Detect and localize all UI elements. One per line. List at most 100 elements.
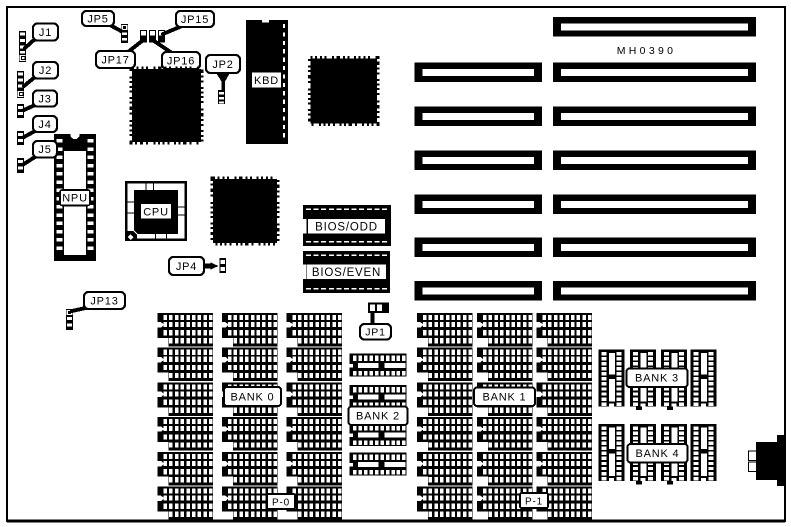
din-connector (747, 435, 785, 486)
dram-socket (222, 417, 278, 451)
j2-label: J2 (39, 65, 52, 77)
dram-socket (417, 347, 473, 382)
qfp-chip-1 (129, 66, 204, 145)
dram-socket (477, 347, 533, 382)
isa-slot (414, 237, 542, 257)
dram-socket (477, 417, 533, 451)
isa-slot (414, 62, 542, 82)
callout-j5: J5 (22, 139, 59, 166)
kbd-label: KBD (254, 75, 279, 87)
isa-slot (553, 237, 756, 257)
dip-socket (690, 424, 717, 481)
jumper-jp4 (219, 258, 226, 273)
bank4-label: BANK 4 (626, 443, 689, 464)
isa-slot (414, 106, 542, 126)
dram-socket (417, 417, 473, 451)
jp13-label: JP13 (90, 295, 118, 307)
isa-slot (553, 281, 756, 301)
isa-slot (414, 194, 542, 214)
dram-socket (157, 451, 213, 486)
dram-socket (417, 486, 473, 520)
board-part-number: MH0390 (617, 45, 677, 57)
board-outline (6, 6, 786, 523)
qfp-chip-3 (210, 176, 280, 246)
bios-even-chip: BIOS/EVEN (303, 251, 390, 293)
isa-slot (553, 194, 756, 214)
jumper-header (140, 30, 147, 43)
svg-text:BIOS/EVEN: BIOS/EVEN (312, 267, 381, 279)
isa-slot (553, 150, 756, 170)
dip-socket (349, 452, 407, 476)
callout-jp17: JP17 (94, 39, 144, 70)
dram-socket (417, 451, 473, 486)
j3-label: J3 (38, 93, 51, 105)
dip-socket (349, 385, 407, 408)
callout-jp15: JP15 (161, 9, 216, 36)
jumper-jp5 (121, 24, 128, 43)
qfp-chip-2 (308, 56, 380, 126)
dram-socket (286, 382, 342, 416)
bank1-label: BANK 1 (473, 386, 536, 407)
jumper-header (149, 30, 156, 43)
jp16-label: JP16 (167, 55, 195, 67)
j1-label: J1 (39, 27, 52, 39)
cpu-socket: CPU (125, 181, 187, 241)
dip-socket (349, 423, 407, 446)
memory-bank1-sockets (417, 313, 592, 520)
callout-jp13: JP13 (70, 290, 127, 313)
dram-socket (417, 313, 473, 347)
npu-label: NPU (59, 189, 91, 207)
socket-nubs (636, 406, 673, 485)
jp17-label: JP17 (101, 54, 129, 66)
npu-socket: NPU (54, 129, 96, 261)
bank3-label: BANK 3 (625, 367, 689, 388)
isa-slot (414, 150, 542, 170)
callout-jp5: JP5 (80, 9, 123, 33)
dram-socket (157, 382, 213, 416)
callout-j3: J3 (22, 89, 59, 112)
jp1-label: JP1 (365, 327, 386, 339)
dram-socket (222, 347, 278, 382)
svg-text:BIOS/ODD: BIOS/ODD (315, 221, 378, 233)
p1-label: P-1 (519, 492, 549, 509)
kbd-chip: KBD (246, 20, 288, 144)
bios-odd-chip: BIOS/ODD (303, 205, 391, 246)
dram-socket (536, 417, 592, 451)
jumper-jp1 (368, 302, 389, 325)
j4-label: J4 (38, 119, 51, 131)
isa-slots-right (553, 17, 756, 301)
callout-jp1: JP1 (358, 322, 393, 341)
svg-text:BANK 3: BANK 3 (635, 373, 679, 385)
svg-text:NPU: NPU (62, 193, 88, 205)
isa-slot (553, 106, 756, 126)
dram-socket (536, 347, 592, 382)
jumper-j5 (17, 158, 24, 173)
cpu-label: CPU (143, 207, 169, 219)
dram-socket (222, 313, 278, 347)
jp15-label: JP15 (181, 14, 209, 26)
j5-label: J5 (38, 144, 51, 156)
svg-text:BANK 1: BANK 1 (483, 392, 527, 404)
isa-slot (414, 281, 542, 301)
dram-socket (286, 313, 342, 347)
svg-text:BANK 0: BANK 0 (231, 391, 275, 403)
isa-slots-left (414, 62, 542, 301)
dram-socket (477, 313, 533, 347)
callout-j2: J2 (22, 60, 60, 88)
dram-socket (222, 451, 278, 486)
dram-socket (157, 347, 213, 382)
dip-socket (598, 424, 625, 481)
isa-slot (553, 17, 756, 37)
dram-socket (157, 313, 213, 347)
svg-text:BANK 2: BANK 2 (356, 411, 400, 423)
jumper-j1 (19, 31, 26, 62)
memory-bank0-sockets (157, 313, 342, 520)
dip-socket (349, 353, 407, 377)
jumper-j2 (17, 71, 24, 98)
callout-jp16: JP16 (152, 39, 202, 71)
jp4-label: JP4 (176, 261, 197, 273)
dram-socket (417, 382, 473, 416)
svg-text:BANK 4: BANK 4 (636, 448, 680, 460)
